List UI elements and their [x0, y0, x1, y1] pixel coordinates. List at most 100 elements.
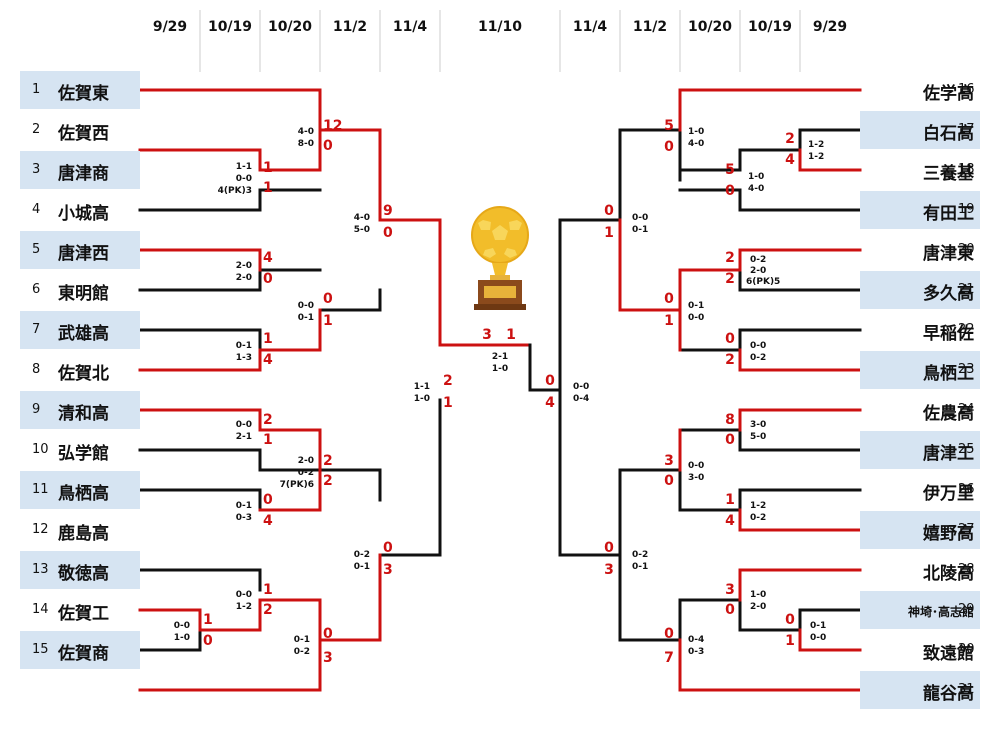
team-name: 佐賀東 — [58, 84, 109, 104]
period-score: 0-2 — [354, 550, 370, 560]
bracket-line — [138, 268, 322, 292]
team-name: 多久高 — [923, 284, 974, 304]
score-winner: 5 — [725, 162, 735, 178]
period-score: 0-1 — [236, 341, 252, 351]
score-winner: 12 — [323, 118, 342, 134]
score-winner: 2 — [323, 453, 333, 469]
team-name: 伊万里 — [923, 484, 974, 504]
bracket-line — [138, 188, 322, 212]
team-seed: 23 — [958, 362, 975, 377]
team-seed: 2 — [32, 122, 41, 137]
team-name: 神埼･高志館 — [907, 605, 974, 619]
round-date: 10/19 — [208, 19, 252, 35]
team-seed: 25 — [958, 442, 975, 457]
period-score: 1-0 — [492, 364, 508, 374]
score-winner: 9 — [383, 203, 393, 219]
period-score: 0-4 — [573, 394, 589, 404]
period-score: 2-1 — [236, 432, 252, 442]
bracket-line — [378, 128, 472, 347]
period-score: 1-2 — [750, 501, 766, 511]
score-loser: 1 — [323, 313, 333, 329]
team-row: 嬉野高 — [860, 511, 980, 549]
team-seed: 11 — [32, 482, 49, 497]
bracket-line — [678, 188, 862, 212]
period-score: 5-0 — [750, 432, 766, 442]
bracket-line — [528, 343, 562, 392]
score-loser: 0 — [664, 139, 674, 155]
team-seed: 9 — [32, 402, 41, 417]
bracket-line — [678, 488, 862, 512]
team-row: 白石高 — [860, 111, 980, 149]
bracket-line — [138, 628, 202, 652]
period-score: 0-1 — [354, 562, 370, 572]
score-winner: 2 — [443, 373, 453, 389]
team-seed: 7 — [32, 322, 41, 337]
score-winner: 1 — [263, 331, 273, 347]
score-loser: 0 — [725, 432, 735, 448]
round-date: 11/2 — [633, 19, 667, 35]
period-score: 0-0 — [810, 633, 826, 643]
period-score: 4-0 — [748, 184, 764, 194]
final-score: 3 — [482, 327, 492, 343]
period-score: 0-0 — [236, 590, 252, 600]
team-row: 早稲佐 — [860, 311, 980, 349]
period-score: 2-0 — [750, 602, 766, 612]
period-score: 0-2 — [750, 513, 766, 523]
bracket-line — [678, 328, 862, 352]
score-winner: 0 — [604, 540, 614, 556]
team-seed: 30 — [958, 642, 975, 657]
bracket-line — [798, 148, 862, 172]
score-winner: 0 — [323, 626, 333, 642]
bracket-line — [558, 218, 622, 557]
bracket-line — [138, 88, 382, 132]
team-name: 唐津商 — [58, 164, 109, 184]
team-seed: 29 — [958, 602, 975, 617]
period-score: 4-0 — [688, 139, 704, 149]
score-loser: 2 — [323, 473, 333, 489]
bracket-line — [618, 218, 682, 312]
period-score: 0-1 — [236, 501, 252, 511]
score-winner: 0 — [263, 492, 273, 508]
score-winner: 3 — [664, 453, 674, 469]
score-loser: 0 — [203, 633, 213, 649]
team-row: 有田工 — [860, 191, 980, 229]
team-name: 致遠館 — [923, 644, 974, 664]
period-score: 1-2 — [808, 152, 824, 162]
score-winner: 5 — [664, 118, 674, 134]
score-loser: 4 — [545, 395, 555, 411]
pk-score: 7(PK)6 — [280, 480, 314, 490]
score-winner: 0 — [785, 612, 795, 628]
period-score: 0-3 — [236, 513, 252, 523]
period-score: 1-0 — [174, 633, 190, 643]
round-date: 10/20 — [268, 19, 312, 35]
score-winner: 1 — [263, 582, 273, 598]
team-seed: 19 — [958, 202, 975, 217]
score-winner: 0 — [323, 291, 333, 307]
score-winner: 0 — [545, 373, 555, 389]
bracket-line — [618, 468, 682, 557]
team-seed: 3 — [32, 162, 41, 177]
score-winner: 2 — [263, 412, 273, 428]
period-score: 0-2 — [750, 353, 766, 363]
score-loser: 0 — [664, 473, 674, 489]
bracket-line — [138, 488, 322, 512]
score-loser: 2 — [725, 271, 735, 287]
team-name: 弘学館 — [58, 444, 109, 464]
score-winner: 2 — [785, 131, 795, 147]
team-name: 鳥栖工 — [923, 364, 974, 384]
score-winner: 1 — [263, 160, 273, 176]
bracket-line — [678, 128, 862, 172]
score-loser: 3 — [323, 650, 333, 666]
bracket-line — [738, 408, 862, 432]
period-score: 0-1 — [632, 562, 648, 572]
round-date: 11/2 — [333, 19, 367, 35]
team-name: 鹿島高 — [58, 524, 109, 544]
period-score: 1-0 — [688, 127, 704, 137]
team-name: 有田工 — [923, 204, 974, 224]
score-loser: 1 — [443, 395, 453, 411]
team-row: 三養基 — [860, 151, 980, 189]
scores-layer: 12 0 4-0 8-0 1 1 1-1 0-0 4(PK)3 9 0 4-0 … — [174, 118, 827, 666]
